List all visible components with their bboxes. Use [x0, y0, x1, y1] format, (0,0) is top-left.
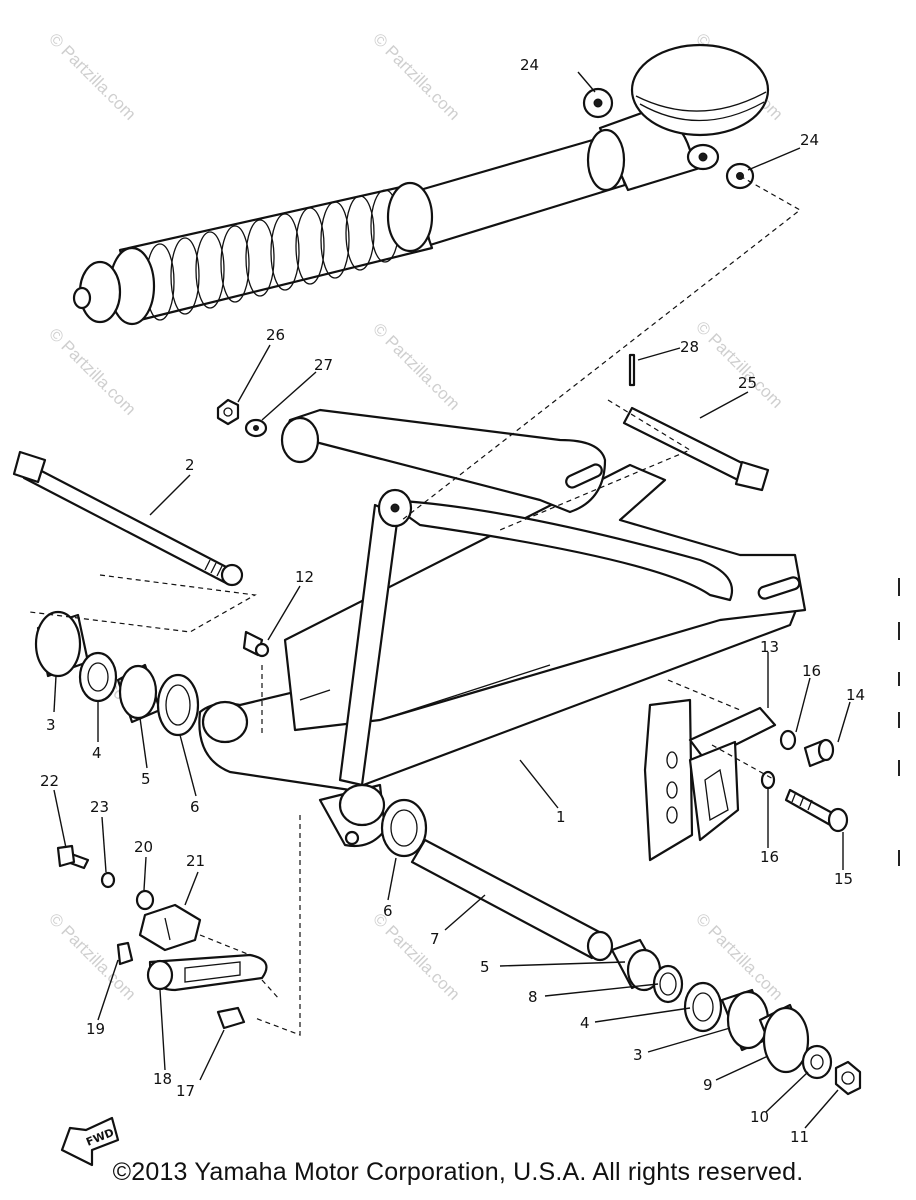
- watermark-text: © Partzilla.com: [45, 324, 139, 418]
- callout-26: 26: [266, 326, 285, 344]
- part-19-clip: [116, 941, 134, 966]
- scan-edge-mark: [898, 672, 900, 686]
- part-12-grease-fitting: [242, 630, 270, 658]
- callout-18: 18: [153, 1070, 172, 1088]
- callout-21: 21: [186, 852, 205, 870]
- part-15-bolt: [784, 788, 849, 833]
- part-25-pin: [622, 406, 770, 492]
- callout-13: 13: [760, 638, 779, 656]
- callout-16-lower: 16: [760, 848, 779, 866]
- callout-numbers: 1 2 3 4 5 6 6 7 5 8 4 3 9 10 11 12 13 14…: [40, 56, 865, 1146]
- callout-25: 25: [738, 374, 757, 392]
- callout-4-right: 4: [580, 1014, 590, 1032]
- watermark-text: © Partzilla.com: [369, 29, 463, 123]
- scan-edge-mark: [898, 622, 900, 640]
- watermark-text: © Partzilla.com: [45, 29, 139, 123]
- part-13-chain-guide: [643, 698, 777, 862]
- part-28-cotter-pin: [628, 353, 636, 387]
- callout-23: 23: [90, 798, 109, 816]
- callout-19: 19: [86, 1020, 105, 1038]
- callout-3: 3: [46, 716, 56, 734]
- callout-14: 14: [846, 686, 865, 704]
- callout-10: 10: [750, 1108, 769, 1126]
- part-16-washer-lower: [760, 770, 776, 790]
- part-17-clip: [216, 1006, 246, 1030]
- callout-16-upper: 16: [802, 662, 821, 680]
- forward-arrow-icon: FWD: [60, 1116, 120, 1167]
- callout-8: 8: [528, 988, 538, 1006]
- scan-edge-mark: [898, 760, 900, 776]
- scan-edge-mark: [898, 578, 900, 596]
- part-14-bolt: [803, 738, 835, 768]
- scan-edge-mark: [898, 850, 900, 866]
- callout-12: 12: [295, 568, 314, 586]
- part-7-collar: [410, 838, 614, 962]
- callout-28: 28: [680, 338, 699, 356]
- swing-arm: [198, 408, 807, 848]
- watermark-text: © Partzilla.com: [692, 317, 786, 411]
- callout-11: 11: [790, 1128, 809, 1146]
- part-27-washer: [244, 418, 268, 438]
- rear-shock-absorber: [72, 43, 770, 326]
- callout-1: 1: [556, 808, 566, 826]
- callout-24-lower: 24: [800, 131, 819, 149]
- part-21-bracket: [138, 903, 202, 952]
- watermark-text: © Partzilla.com: [369, 909, 463, 1003]
- part-20-washer: [135, 889, 155, 911]
- leader-lines: [53, 71, 851, 1129]
- callout-2: 2: [185, 456, 195, 474]
- part-23-washer: [100, 871, 116, 889]
- callout-27: 27: [314, 356, 333, 374]
- callout-15: 15: [834, 870, 853, 888]
- callout-5: 5: [141, 770, 151, 788]
- callout-5-right: 5: [480, 958, 490, 976]
- part-18-torque-stay: [146, 953, 268, 992]
- part-24-upper: [582, 87, 614, 119]
- callout-3-right: 3: [633, 1046, 643, 1064]
- callout-9: 9: [703, 1076, 713, 1094]
- part-16-washer-upper: [779, 729, 797, 751]
- scan-edge-mark: [898, 712, 900, 728]
- callout-4: 4: [92, 744, 102, 762]
- callout-22: 22: [40, 772, 59, 790]
- callout-7: 7: [430, 930, 440, 948]
- watermark-text: © Partzilla.com: [369, 319, 463, 413]
- callout-6: 6: [190, 798, 200, 816]
- callout-17: 17: [176, 1082, 195, 1100]
- part-22-bolt: [56, 844, 90, 870]
- callout-20: 20: [134, 838, 153, 856]
- copyright-notice: ©2013 Yamaha Motor Corporation, U.S.A. A…: [112, 1158, 804, 1186]
- left-bearing-stack: [34, 610, 200, 737]
- callout-24-upper: 24: [520, 56, 539, 74]
- part-2-pivot-shaft: [12, 450, 244, 587]
- callout-6-right: 6: [383, 902, 393, 920]
- assembly-lines: [29, 175, 802, 1036]
- right-bearing-stack: [380, 798, 862, 1096]
- part-26-nut: [216, 398, 240, 426]
